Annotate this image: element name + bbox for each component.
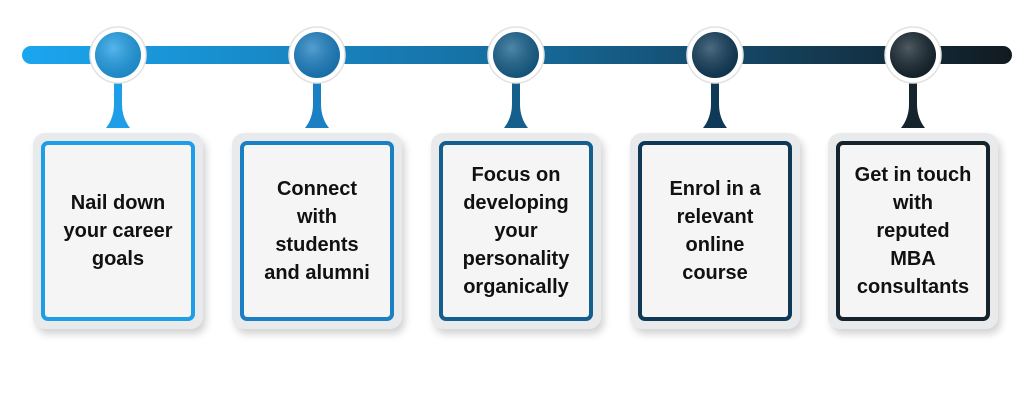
step-text: Enrol in a relevant online course — [669, 178, 761, 284]
step-node-shade — [493, 32, 539, 78]
step-card-frame: Focus on developing your personality org… — [439, 141, 593, 321]
connector-stem — [901, 78, 925, 128]
step-node-shade — [692, 32, 738, 78]
step-card: Get in touch with reputed MBA consultant… — [828, 133, 998, 329]
step-card-frame: Nail down your career goals — [41, 141, 195, 321]
step-node-shade — [95, 32, 141, 78]
step-text: Connect with students and alumni — [264, 178, 370, 284]
step-card: Connect with students and alumni — [232, 133, 402, 329]
step-node-shade — [890, 32, 936, 78]
step-text: Focus on developing your personality org… — [462, 164, 570, 298]
step-card-frame: Get in touch with reputed MBA consultant… — [836, 141, 990, 321]
connector-stem — [703, 78, 727, 128]
step-card: Focus on developing your personality org… — [431, 133, 601, 329]
step-card: Enrol in a relevant online course — [630, 133, 800, 329]
step-text: Get in touch with reputed MBA consultant… — [854, 164, 972, 298]
step-card: Nail down your career goals — [33, 133, 203, 329]
connector-stem — [504, 78, 528, 128]
step-text: Nail down your career goals — [63, 192, 173, 270]
connector-stem — [106, 78, 130, 128]
connector-stem — [305, 78, 329, 128]
step-card-frame: Connect with students and alumni — [240, 141, 394, 321]
step-card-frame: Enrol in a relevant online course — [638, 141, 792, 321]
step-node-shade — [294, 32, 340, 78]
